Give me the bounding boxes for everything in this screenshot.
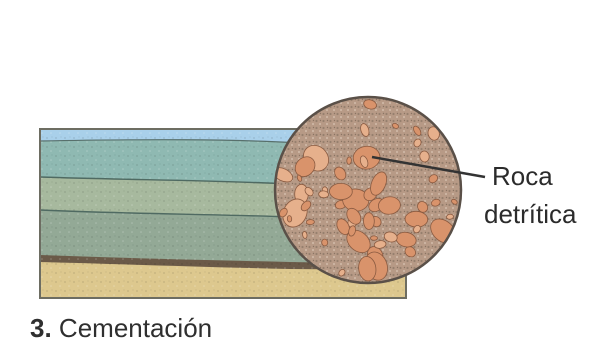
pebble: [321, 239, 328, 247]
pebble: [363, 213, 374, 230]
caption-text: Cementación: [59, 313, 212, 343]
caption: 3. Cementación: [30, 313, 212, 344]
pebble: [329, 183, 352, 200]
caption-number: 3.: [30, 313, 52, 343]
callout-label-line2: detrítica: [484, 198, 577, 230]
pebble: [371, 236, 378, 240]
pebble: [306, 219, 314, 224]
callout-label-line1: Roca: [492, 160, 553, 192]
pebble: [346, 157, 351, 165]
pebble: [287, 215, 292, 222]
pebble: [446, 214, 454, 220]
